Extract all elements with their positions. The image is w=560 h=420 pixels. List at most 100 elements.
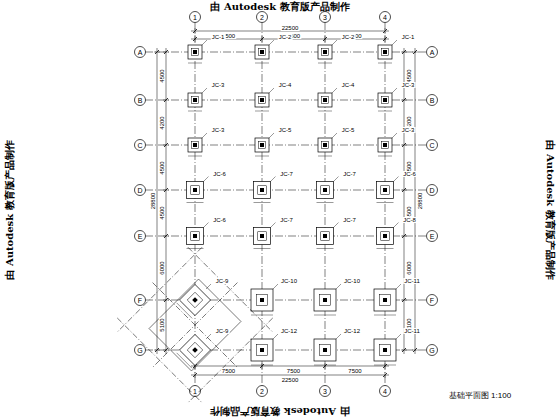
extension-line — [195, 36, 196, 42]
footing-outline — [318, 93, 332, 107]
dimension-chain — [154, 28, 418, 378]
pedestal-outline — [320, 295, 331, 306]
pedestal-outline — [259, 97, 266, 104]
axis-number: 2 — [259, 14, 265, 21]
extension-line — [385, 36, 386, 42]
footing-tag: JC-7 — [279, 171, 294, 177]
footing-tag: JC-11 — [403, 278, 421, 284]
extension-line — [401, 300, 407, 301]
axis-number: 3 — [322, 388, 328, 395]
footing-dimension — [251, 315, 273, 316]
axis-bubble — [320, 386, 331, 397]
pedestal-outline — [258, 232, 267, 241]
axis-bubble — [427, 295, 438, 306]
column-section — [193, 50, 197, 54]
dimension-tick — [164, 348, 168, 352]
dimension-tick — [402, 143, 406, 147]
footing-dimension — [314, 315, 336, 316]
footing-outline — [314, 289, 336, 311]
axis-number: B — [429, 97, 436, 104]
pedestal-outline — [192, 142, 199, 149]
footing-tag: JC-9 — [215, 328, 230, 334]
dimension-tick — [193, 37, 197, 41]
pedestal-outline — [191, 186, 200, 195]
watermark: 由 Autodesk 教育版产品制作 — [209, 2, 350, 12]
footing-dimension — [377, 248, 394, 249]
axis-number: 4 — [382, 14, 388, 21]
dimension-tick — [164, 298, 168, 302]
dimension-tick — [402, 234, 406, 238]
dimension-line — [415, 48, 416, 354]
footing-outline — [255, 45, 269, 59]
extension-line — [163, 52, 169, 53]
leader-line — [269, 88, 274, 93]
axis-number: C — [136, 142, 143, 149]
axis-number: 4 — [382, 388, 388, 395]
rotated-footing — [177, 284, 211, 318]
column-section — [260, 348, 264, 352]
leader-line — [202, 133, 207, 138]
extension-line — [163, 100, 169, 101]
footing-dimension — [177, 353, 193, 369]
column-section — [323, 143, 327, 147]
column-section — [260, 143, 264, 147]
axis-number: G — [428, 347, 435, 354]
pedestal-outline — [382, 142, 389, 149]
dimension-text: 28800 — [150, 192, 156, 211]
leader-line — [394, 223, 399, 228]
dimension-line — [404, 48, 405, 354]
column-section — [192, 297, 198, 303]
footing-dimension — [255, 111, 269, 112]
leader-line — [336, 284, 341, 289]
column-section — [383, 298, 387, 302]
axis-number: F — [429, 297, 435, 304]
leader-line — [204, 177, 209, 182]
extension-line — [401, 100, 407, 101]
column-section — [383, 188, 387, 192]
axis-number: D — [428, 187, 435, 194]
footing-tag: JC-11 — [403, 328, 421, 334]
dimension-tick — [155, 348, 159, 352]
footing-tag: JC-12 — [280, 328, 298, 334]
column-section — [323, 50, 327, 54]
column-section — [260, 98, 264, 102]
column-section — [383, 143, 387, 147]
extension-line — [163, 236, 169, 237]
axis-bubble — [427, 185, 438, 196]
footing-tag: JC-9 — [215, 278, 230, 284]
leader-line — [336, 334, 341, 339]
extension-line — [163, 350, 169, 351]
dimension-tick — [402, 348, 406, 352]
pedestal-outline — [258, 186, 267, 195]
axis-bubble — [135, 231, 146, 242]
footing-dimension — [314, 365, 336, 366]
footing-dimension — [318, 156, 332, 157]
extension-line — [154, 52, 160, 53]
pedestal-outline — [382, 97, 389, 104]
dimension-tick — [383, 364, 387, 368]
dimension-tick — [413, 50, 417, 54]
axis-line — [153, 283, 238, 368]
extension-line — [412, 52, 418, 53]
watermark: 由 Autodesk 教育版产品制作 — [5, 139, 15, 280]
footing-dimension — [374, 315, 396, 316]
footing-tag: JC-6 — [212, 171, 227, 177]
extension-line — [163, 190, 169, 191]
footing-outline — [251, 289, 273, 311]
column-section — [323, 298, 327, 302]
column-section — [260, 50, 264, 54]
leader-line — [271, 223, 276, 228]
pedestal-outline — [187, 342, 203, 358]
axis-number: D — [136, 187, 143, 194]
footing-outline — [317, 228, 334, 245]
footing-tag: JC-12 — [343, 328, 361, 334]
extension-line — [385, 28, 386, 34]
footing-dimension — [378, 111, 392, 112]
dimension-text: 4200 — [159, 115, 165, 130]
axis-bubble — [257, 386, 268, 397]
dimension-tick — [164, 98, 168, 102]
watermark: 由 Autodesk 教育版产品制作 — [209, 406, 350, 416]
pedestal-outline — [322, 49, 329, 56]
axis-number: G — [136, 347, 143, 354]
